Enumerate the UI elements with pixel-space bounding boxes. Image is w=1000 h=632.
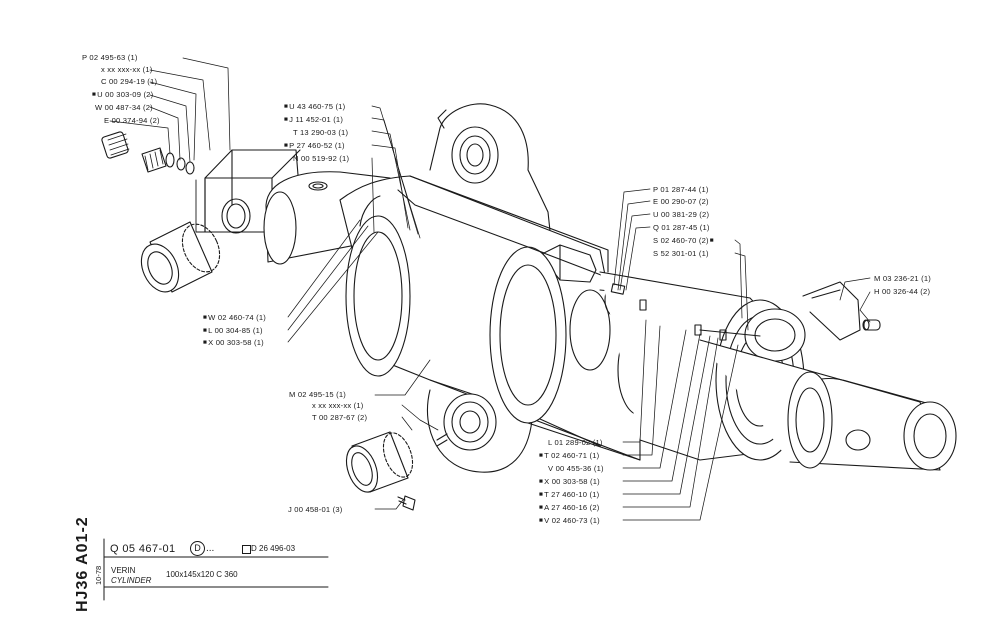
fitting-parts — [101, 131, 195, 175]
sheet-code: HJ36 A01-2 — [74, 516, 91, 612]
sheet-date: 10-78 — [94, 565, 103, 585]
callout: S 52 301-01 (1) — [653, 249, 709, 258]
clevis-bushing — [345, 431, 414, 493]
rod-end-bushing — [140, 221, 221, 293]
callout: T 00 287-67 (2) — [312, 413, 368, 422]
revision-circle: D — [190, 541, 205, 556]
callout: L 01 289-02 (1) — [548, 438, 603, 447]
callout: M 02 495-15 (1) — [289, 390, 347, 399]
callout: H 00 326-44 (2) — [874, 287, 931, 296]
callout: W 02 460-74 (1) — [203, 313, 266, 323]
callout: A 27 460-16 (2) — [539, 503, 600, 513]
dimensions: 100x145x120 C 360 — [166, 570, 238, 579]
callout: J 11 452-01 (1) — [284, 115, 343, 125]
callout: U 43 460-75 (1) — [284, 102, 345, 112]
name-french: VERIN — [111, 566, 136, 575]
revision-dots: ... — [206, 543, 215, 554]
callout: V 00 455-36 (1) — [548, 464, 604, 473]
callout: x xx xxx-xx (1) — [312, 401, 364, 410]
callout: W 00 487-34 (2) — [95, 103, 153, 112]
callout: T 27 460-10 (1) — [539, 490, 599, 500]
part-number: Q 05 467-01 — [110, 543, 176, 555]
callout: M 03 236-21 (1) — [874, 274, 932, 283]
callout: P 01 287-44 (1) — [653, 185, 709, 194]
reference-number: D 26 496-03 — [251, 544, 296, 553]
callout: Q 01 287-45 (1) — [653, 223, 710, 232]
callout: T 02 460-71 (1) — [539, 451, 599, 461]
callout: U 00 303-09 (2) — [92, 90, 153, 100]
lower-clevis — [397, 389, 533, 511]
callout: T 13 290-03 (1) — [293, 128, 349, 137]
callout: P 27 460-52 (1) — [284, 141, 345, 151]
callout: S 02 460-70 (2) — [653, 236, 714, 246]
callout: U 00 381-29 (2) — [653, 210, 710, 219]
leader-lines — [109, 57, 871, 521]
callout: L 00 304-85 (1) — [203, 326, 263, 336]
cylinder-barrel — [339, 103, 641, 461]
piston-rod — [699, 339, 957, 471]
callout: X 00 303-58 (1) — [203, 338, 264, 348]
callout: V 02 460-73 (1) — [539, 516, 600, 526]
title-block-frame — [103, 538, 329, 601]
checkbox-icon — [242, 545, 251, 554]
callout: C 00 294-19 (1) — [101, 77, 158, 86]
callout: P 02 495-63 (1) — [82, 53, 138, 62]
callout: N 00 519-92 (1) — [293, 154, 350, 163]
callout: x xx xxx-xx (1) — [101, 65, 153, 74]
callout: E 00 374-94 (2) — [104, 116, 160, 125]
callout: J 00 458-01 (3) — [288, 505, 343, 514]
callout: X 00 303-58 (1) — [539, 477, 600, 487]
end-clip — [802, 281, 881, 341]
callout: E 00 290-07 (2) — [653, 197, 709, 206]
name-english: CYLINDER — [111, 576, 152, 585]
